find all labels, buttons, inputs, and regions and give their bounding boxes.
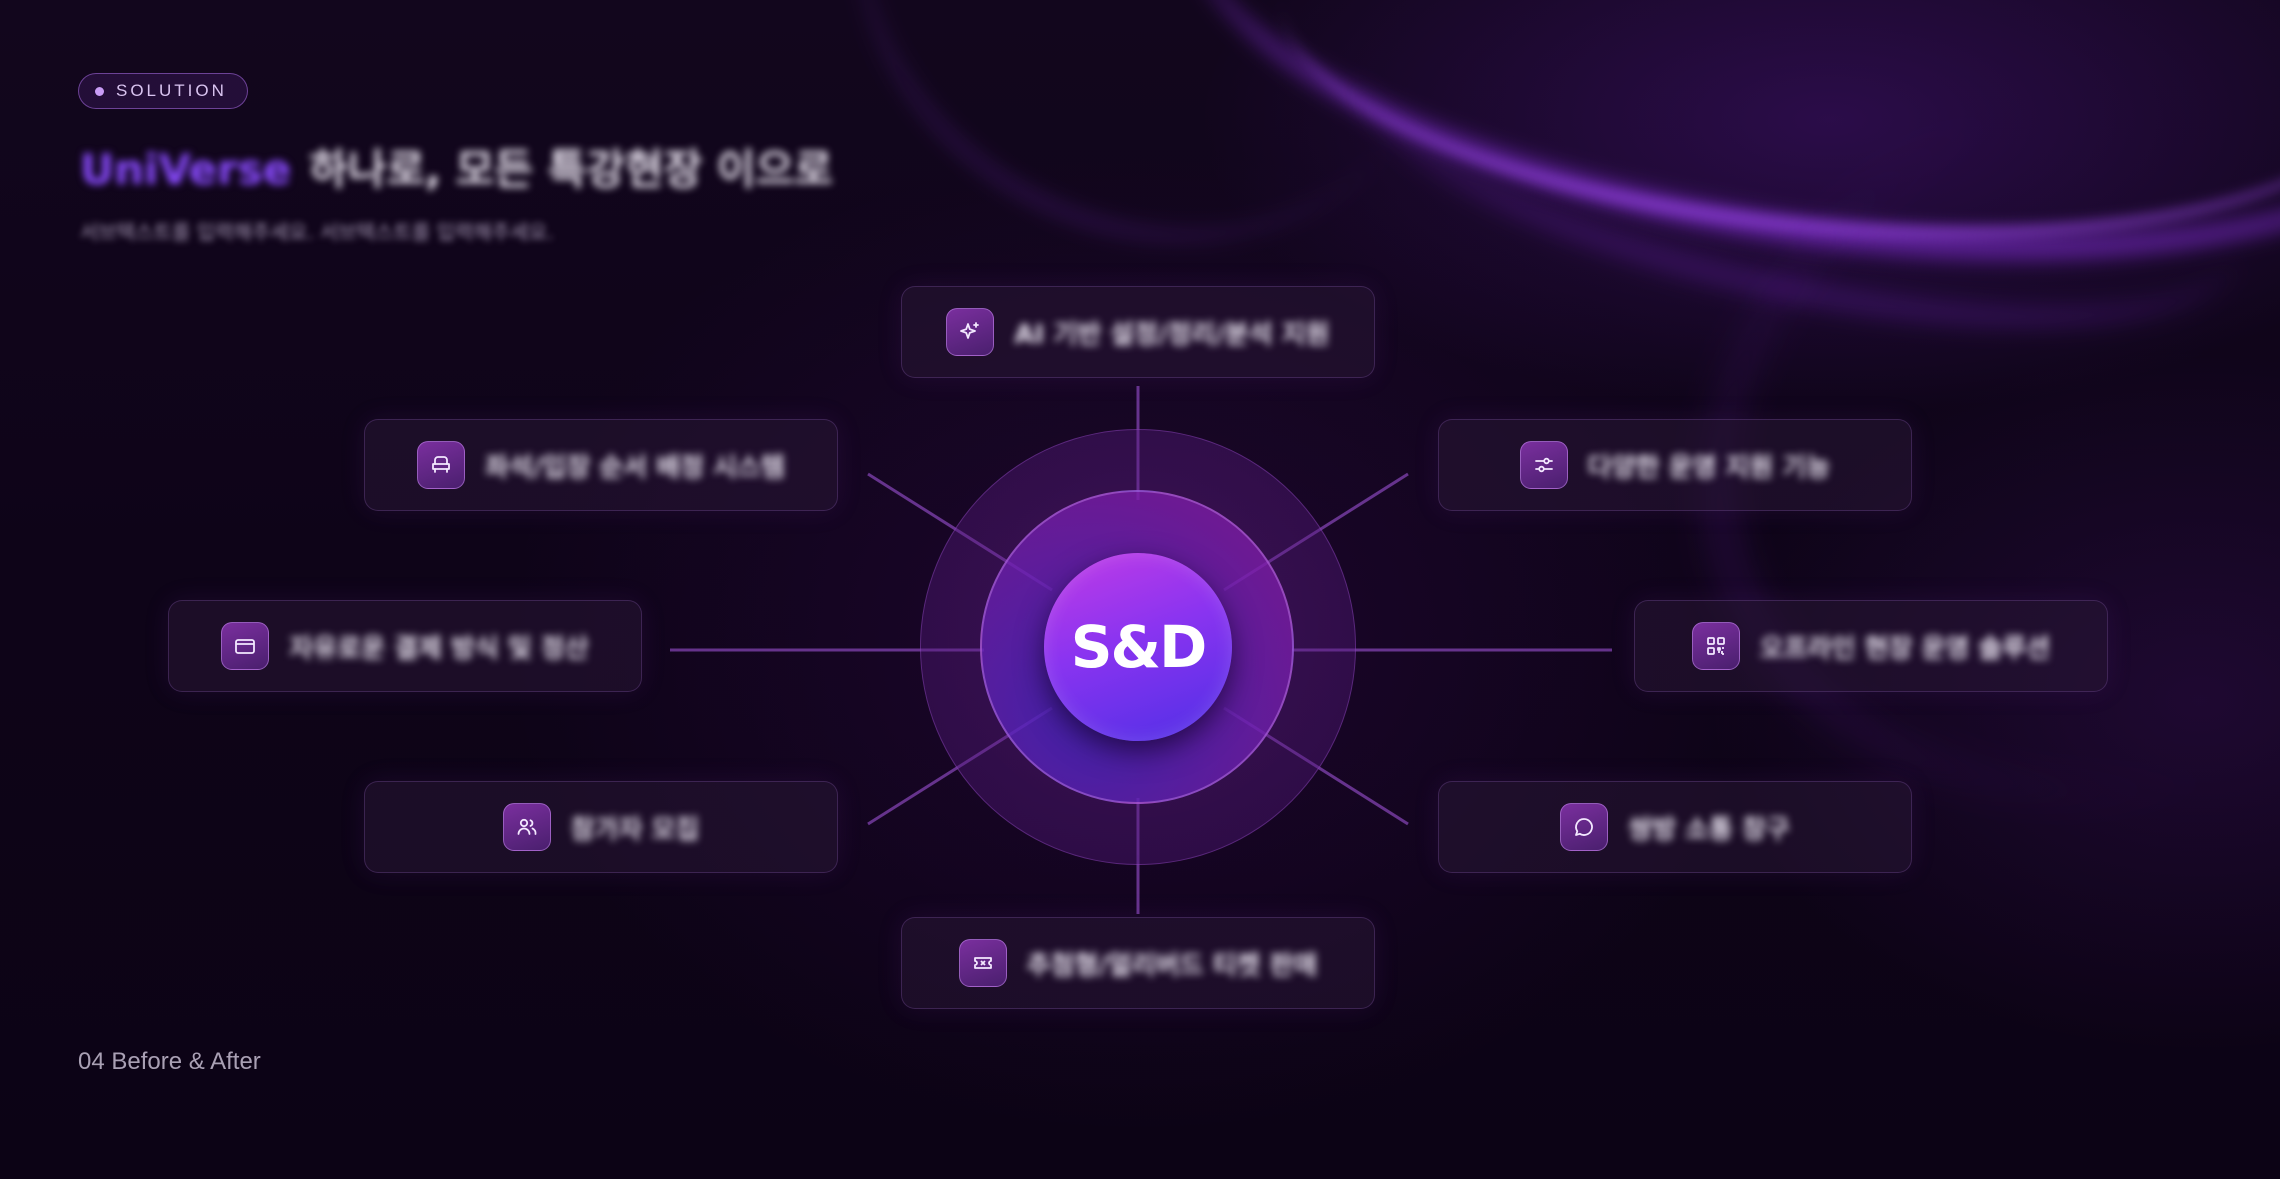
feature-card-payment[interactable]: 자유로운 결제 방식 및 정산 xyxy=(168,600,642,692)
background-swoosh xyxy=(1265,0,2280,282)
background-swoosh xyxy=(1330,0,2270,389)
feature-card-communication[interactable]: 쌍방 소통 창구 xyxy=(1438,781,1912,873)
hub-logo: S&D xyxy=(1044,553,1232,741)
users-icon xyxy=(502,803,551,851)
section-badge: SOLUTION xyxy=(78,73,248,109)
feature-label: AI 기반 설정/정리/분석 지원 xyxy=(1014,319,1330,350)
feature-label: 자유로운 결제 방식 및 정산 xyxy=(289,633,589,664)
page-title: UniVerse 하나로, 모든 특강현장 이으로 xyxy=(80,136,833,197)
sparkle-icon xyxy=(946,308,995,356)
feature-label: 오프라인 현장 운영 솔루션 xyxy=(1759,633,2051,664)
feature-card-ticket-sales[interactable]: 추첨형/얼리버드 티켓 판매 xyxy=(901,917,1375,1009)
credit-card-icon xyxy=(221,622,270,670)
badge-label: SOLUTION xyxy=(116,81,227,100)
feature-label: 좌석/입장 순서 배정 시스템 xyxy=(485,452,785,483)
background-swoosh xyxy=(1151,0,2280,335)
page-subtitle: 서브텍스트를 입력해주세요. 서브텍스트를 입력해주세요. xyxy=(80,220,554,244)
sliders-icon xyxy=(1519,441,1568,489)
feature-card-recruitment[interactable]: 참가자 모집 xyxy=(364,781,838,873)
feature-card-seat-assignment[interactable]: 좌석/입장 순서 배정 시스템 xyxy=(364,419,838,511)
chat-bubble-icon xyxy=(1560,803,1609,851)
title-main: 하나로, 모든 특강현장 이으로 xyxy=(309,145,833,194)
badge-dot-icon xyxy=(95,86,104,96)
feature-label: 참가자 모집 xyxy=(570,814,700,845)
feature-card-operation-support[interactable]: 다양한 운영 지원 기능 xyxy=(1438,419,1912,511)
feature-label: 추첨형/얼리버드 티켓 판매 xyxy=(1026,950,1318,981)
qr-code-icon xyxy=(1691,622,1740,670)
feature-card-offline-operation[interactable]: 오프라인 현장 운영 솔루션 xyxy=(1634,600,2108,692)
feature-label: 다양한 운영 지원 기능 xyxy=(1587,452,1831,483)
ticket-icon xyxy=(958,939,1007,987)
feature-label: 쌍방 소통 창구 xyxy=(1628,814,1790,845)
feature-card-ai-support[interactable]: AI 기반 설정/정리/분석 지원 xyxy=(901,286,1375,378)
logo-text: S&D xyxy=(1070,613,1207,681)
seat-icon xyxy=(417,441,466,489)
title-accent: UniVerse xyxy=(80,145,292,194)
footer-section-label: 04 Before & After xyxy=(78,1048,261,1075)
